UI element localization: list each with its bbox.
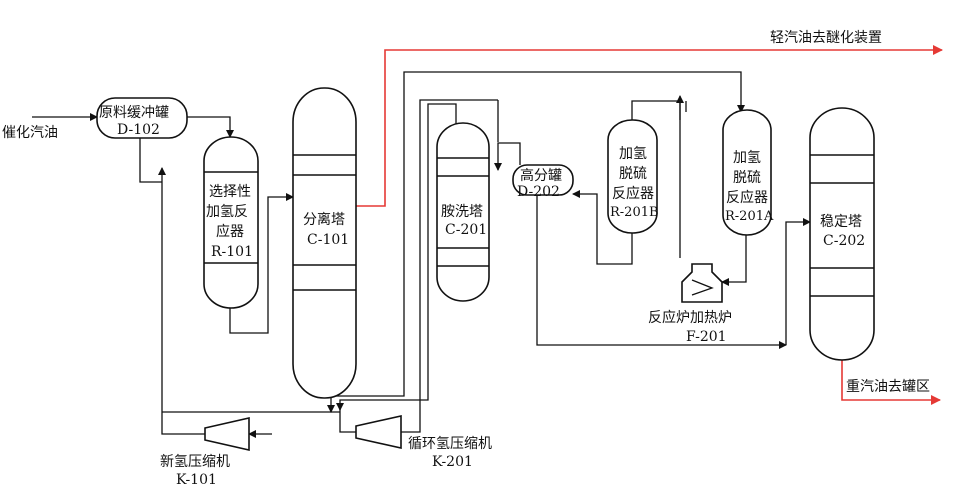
- k201-tag: K-201: [432, 454, 473, 470]
- c101-tag: C-101: [307, 232, 349, 248]
- f201-tag: F-201: [686, 329, 727, 345]
- k101-compressor: [204, 416, 250, 452]
- light-gasoline-line: [356, 45, 943, 207]
- to-c202-feed-line: [785, 218, 811, 345]
- d102-bottom-line: [139, 137, 162, 183]
- heavy-gasoline-line: [841, 360, 941, 405]
- k201-return-line: [401, 99, 498, 433]
- r101-name-line3: 应器: [216, 223, 244, 240]
- r201b-to-d202-line: [572, 190, 633, 265]
- r201b-tag: R-201B: [610, 205, 659, 220]
- r201b-name-line2: 脱硫: [619, 166, 647, 182]
- light-product-label: 轻汽油去醚化装置: [770, 30, 882, 46]
- f201-to-r201b-line: [631, 100, 681, 258]
- k201-compressor: [355, 415, 402, 449]
- c202-column: [809, 107, 875, 361]
- c201-column: [436, 122, 490, 302]
- d102-tag: D-102: [117, 122, 160, 138]
- r101-tag: R-101: [211, 244, 253, 260]
- c202-tag: C-202: [823, 233, 865, 249]
- c201-name: 胺洗塔: [441, 204, 483, 220]
- k101-name: 新氢压缩机: [160, 454, 230, 470]
- c201-tag: C-201: [445, 222, 487, 238]
- c101-name: 分离塔: [303, 211, 345, 228]
- d102-to-r101-line: [187, 116, 234, 138]
- d202-to-c202-line: [536, 192, 787, 349]
- d202-tag: D-202: [517, 184, 560, 200]
- r201b-name-line1: 加氢: [619, 146, 647, 162]
- heavy-product-label: 重汽油去罐区: [846, 379, 930, 395]
- r201a-to-f201-line: [721, 235, 747, 286]
- r201a-name-line3: 反应器: [726, 189, 768, 206]
- r201a-tag: R-201A: [725, 209, 774, 224]
- c201-top-line: [336, 103, 457, 411]
- d202-drum: [512, 164, 574, 196]
- r201b-name-line3: 反应器: [612, 185, 654, 202]
- f201-heater: [681, 263, 723, 303]
- f201-name: 反应炉加热炉: [648, 309, 732, 326]
- r101-name-line2: 加氢反: [206, 204, 248, 220]
- r101-name-line1: 选择性: [209, 184, 251, 200]
- d102-drum: [96, 97, 188, 139]
- r101-reactor: [203, 136, 259, 309]
- c101-column: [292, 87, 357, 399]
- d202-to-c201-line: [494, 142, 521, 171]
- d202-name: 高分罐: [520, 167, 562, 184]
- c202-name: 稳定塔: [820, 214, 862, 230]
- r201b-reactor: [607, 119, 658, 234]
- r201a-name-line2: 脱硫: [733, 170, 761, 186]
- r101-to-c101-line: [229, 193, 294, 334]
- k101-tag: K-101: [176, 472, 217, 488]
- c101-to-r201a-line: [331, 71, 745, 397]
- r201a-name-line1: 加氢: [733, 150, 761, 166]
- k201-loop-line: [339, 412, 356, 433]
- d102-name: 原料缓冲罐: [99, 105, 169, 121]
- k101-discharge-line: [161, 412, 205, 435]
- r201a-reactor: [722, 109, 772, 236]
- k201-name: 循环氢压缩机: [408, 436, 492, 452]
- piping: [32, 45, 943, 438]
- feed-label: 催化汽油: [2, 125, 58, 141]
